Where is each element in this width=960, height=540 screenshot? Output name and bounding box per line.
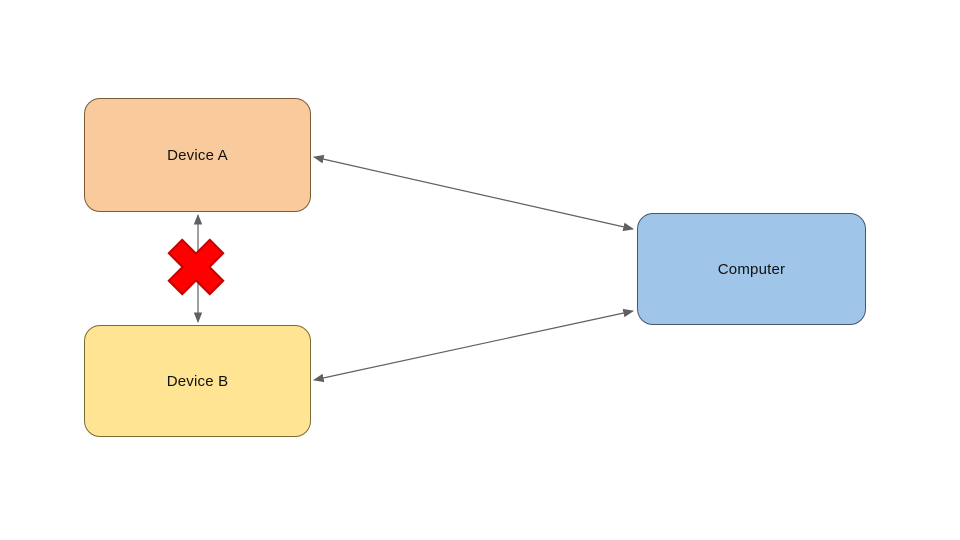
- node-computer-label: Computer: [717, 260, 786, 278]
- connector-device-b-computer: [312, 308, 635, 383]
- node-device-a: Device A: [84, 98, 311, 212]
- node-device-b: Device B: [84, 325, 311, 437]
- connector-device-a-computer: [312, 154, 635, 232]
- node-device-b-label: Device B: [166, 372, 229, 390]
- node-computer: Computer: [637, 213, 866, 325]
- red-x-icon: [167, 238, 225, 296]
- node-device-a-label: Device A: [167, 146, 228, 164]
